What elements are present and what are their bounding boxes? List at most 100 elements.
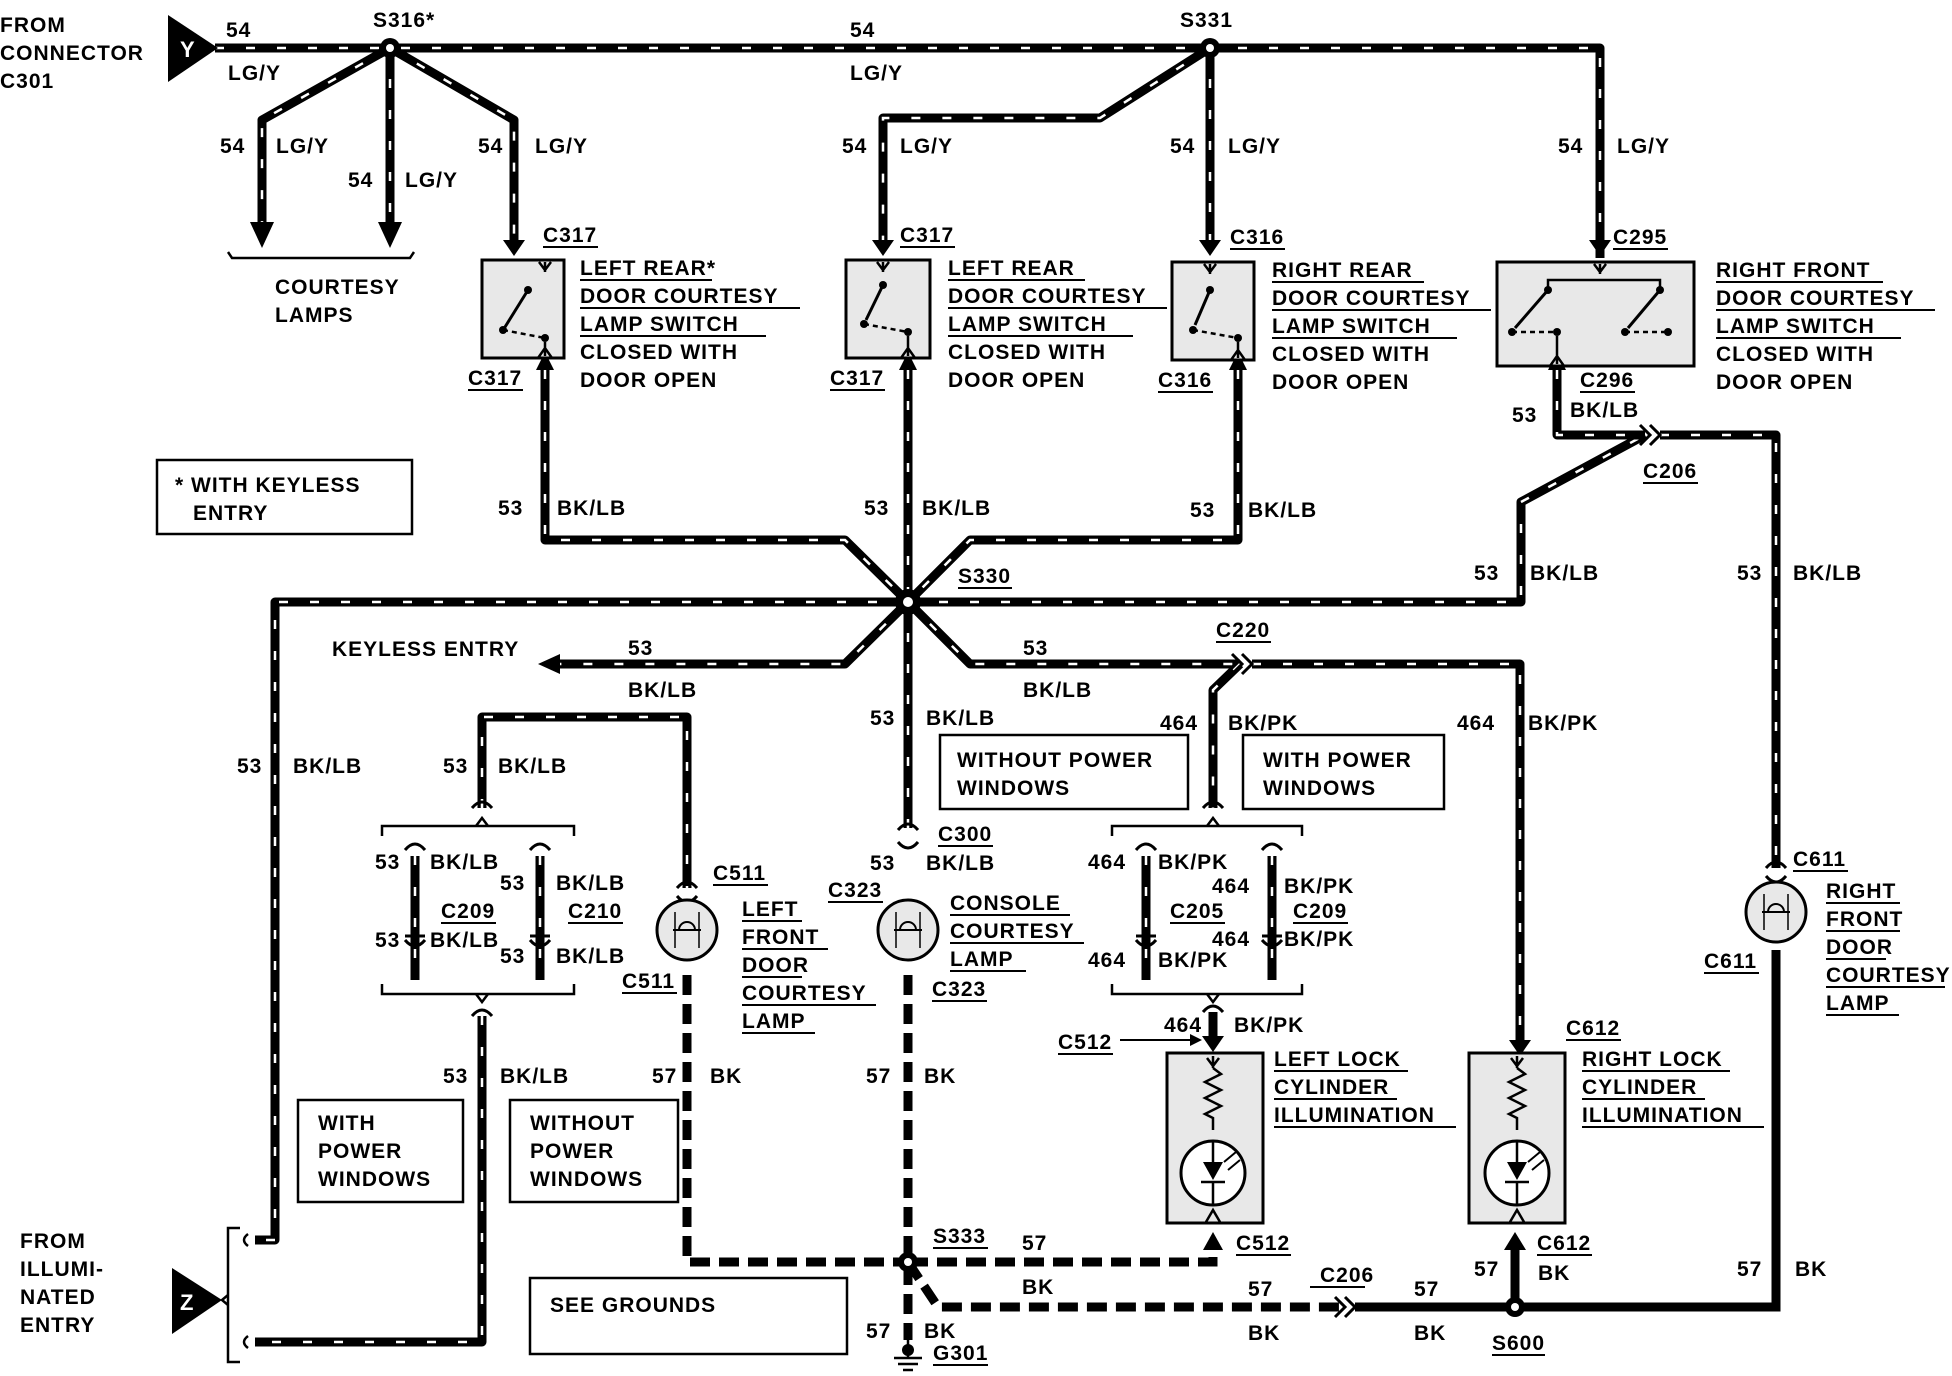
without-power-windows-box-left: WITHOUT POWER WINDOWS <box>508 1098 680 1204</box>
connector-labels: C317 C317 C317 C317 C316 C316 C295 C296 … <box>441 224 1848 1366</box>
svg-text:BK/LB: BK/LB <box>557 497 626 520</box>
svg-text:C511: C511 <box>713 862 766 885</box>
svg-text:LAMP SWITCH: LAMP SWITCH <box>580 313 739 336</box>
svg-text:464: 464 <box>1212 928 1250 951</box>
svg-text:C323: C323 <box>828 879 882 902</box>
svg-text:LEFT: LEFT <box>742 898 799 921</box>
svg-text:BK/LB: BK/LB <box>430 851 499 874</box>
svg-text:C612: C612 <box>1566 1017 1620 1040</box>
without-power-windows-box-top: WITHOUT POWER WINDOWS <box>938 733 1190 811</box>
svg-text:BK/LB: BK/LB <box>1530 562 1599 585</box>
svg-text:WINDOWS: WINDOWS <box>530 1168 643 1191</box>
svg-text:464: 464 <box>1212 875 1250 898</box>
svg-text:FRONT: FRONT <box>1826 908 1903 931</box>
ground-icon <box>894 1340 922 1372</box>
left-lock-cylinder-illumination <box>1165 1051 1265 1225</box>
svg-text:54: 54 <box>842 135 867 158</box>
svg-text:DOOR COURTESY: DOOR COURTESY <box>1272 287 1471 310</box>
switch-left-rear <box>844 258 932 360</box>
svg-text:Z: Z <box>180 1290 194 1315</box>
svg-text:WITH: WITH <box>318 1112 376 1135</box>
svg-text:53: 53 <box>375 929 400 952</box>
svg-text:LG/Y: LG/Y <box>276 135 329 158</box>
svg-text:53: 53 <box>500 945 525 968</box>
splice-labels: S316* S331 S330 S333 S600 <box>373 9 1545 1356</box>
svg-text:S316*: S316* <box>373 9 435 32</box>
svg-text:C210: C210 <box>568 900 622 923</box>
svg-text:C301: C301 <box>0 70 54 93</box>
svg-text:ILLUMINATION: ILLUMINATION <box>1582 1104 1743 1127</box>
svg-text:BK: BK <box>1022 1276 1054 1299</box>
svg-text:BK/LB: BK/LB <box>628 679 697 702</box>
svg-text:464: 464 <box>1088 851 1126 874</box>
svg-text:FROM: FROM <box>0 14 66 37</box>
svg-text:CYLINDER: CYLINDER <box>1582 1076 1697 1099</box>
svg-text:RIGHT FRONT: RIGHT FRONT <box>1716 259 1870 282</box>
svg-text:BK/LB: BK/LB <box>1793 562 1862 585</box>
connector-bracket-left <box>380 815 576 1005</box>
svg-text:C296: C296 <box>1580 369 1634 392</box>
svg-text:BK/LB: BK/LB <box>500 1065 569 1088</box>
svg-text:BK: BK <box>1795 1258 1827 1281</box>
svg-text:BK/PK: BK/PK <box>1528 712 1598 735</box>
svg-text:54: 54 <box>226 19 251 42</box>
svg-text:LAMP SWITCH: LAMP SWITCH <box>1272 315 1431 338</box>
svg-text:FRONT: FRONT <box>742 926 819 949</box>
svg-text:LAMP: LAMP <box>1826 992 1890 1015</box>
svg-text:POWER: POWER <box>318 1140 402 1163</box>
svg-text:53: 53 <box>870 707 895 730</box>
svg-text:C317: C317 <box>900 224 954 247</box>
svg-text:C611: C611 <box>1704 950 1757 973</box>
svg-text:NATED: NATED <box>20 1286 96 1309</box>
lamp-console <box>876 898 940 962</box>
svg-text:BK: BK <box>924 1065 956 1088</box>
svg-text:53: 53 <box>864 497 889 520</box>
svg-text:CLOSED WITH: CLOSED WITH <box>1272 343 1430 366</box>
inline-connectors <box>470 423 1788 1319</box>
svg-text:COURTESY: COURTESY <box>1826 964 1951 987</box>
svg-text:53: 53 <box>443 1065 468 1088</box>
svg-text:C220: C220 <box>1216 619 1270 642</box>
svg-text:LG/Y: LG/Y <box>850 62 903 85</box>
svg-text:53: 53 <box>1512 404 1537 427</box>
svg-text:CLOSED WITH: CLOSED WITH <box>1716 343 1874 366</box>
svg-text:LEFT REAR*: LEFT REAR* <box>580 257 716 280</box>
svg-text:57: 57 <box>1737 1258 1762 1281</box>
svg-text:54: 54 <box>220 135 245 158</box>
svg-text:C317: C317 <box>468 367 522 390</box>
splices <box>380 38 1525 1317</box>
svg-text:57: 57 <box>866 1320 891 1343</box>
svg-text:WINDOWS: WINDOWS <box>1263 777 1376 800</box>
svg-text:BK/LB: BK/LB <box>1570 399 1639 422</box>
svg-text:CLOSED WITH: CLOSED WITH <box>948 341 1106 364</box>
c512-pointer <box>1120 1034 1202 1046</box>
svg-text:LG/Y: LG/Y <box>535 135 588 158</box>
connector-z: Z FROM ILLUMI- NATED ENTRY <box>20 1226 249 1364</box>
svg-text:RIGHT: RIGHT <box>1826 880 1896 903</box>
svg-text:COURTESY: COURTESY <box>275 276 400 299</box>
svg-text:54: 54 <box>850 19 875 42</box>
see-grounds-box: SEE GROUNDS <box>528 1276 849 1356</box>
svg-text:464: 464 <box>1457 712 1495 735</box>
right-lock-cylinder-illumination <box>1467 1051 1567 1225</box>
svg-text:WINDOWS: WINDOWS <box>957 777 1070 800</box>
svg-text:C512: C512 <box>1236 1232 1290 1255</box>
svg-text:LAMP: LAMP <box>742 1010 806 1033</box>
svg-text:C316: C316 <box>1230 226 1284 249</box>
svg-text:RIGHT LOCK: RIGHT LOCK <box>1582 1048 1723 1071</box>
keyless-note-box: * WITH KEYLESS ENTRY <box>155 458 414 536</box>
svg-text:LAMP SWITCH: LAMP SWITCH <box>1716 315 1875 338</box>
svg-text:BK/PK: BK/PK <box>1284 875 1354 898</box>
svg-text:57: 57 <box>1474 1258 1499 1281</box>
wire-labels: 54 LG/Y 54 LG/Y 54 LG/Y 54 LG/Y 54 LG/Y … <box>220 19 1862 1345</box>
svg-text:C209: C209 <box>1293 900 1347 923</box>
svg-text:BK/PK: BK/PK <box>1284 928 1354 951</box>
svg-text:C300: C300 <box>938 823 992 846</box>
svg-text:DOOR OPEN: DOOR OPEN <box>948 369 1085 392</box>
svg-text:53: 53 <box>375 851 400 874</box>
svg-text:57: 57 <box>652 1065 677 1088</box>
lamp-left-front <box>655 898 719 962</box>
svg-text:57: 57 <box>1248 1278 1273 1301</box>
svg-text:CYLINDER: CYLINDER <box>1274 1076 1389 1099</box>
